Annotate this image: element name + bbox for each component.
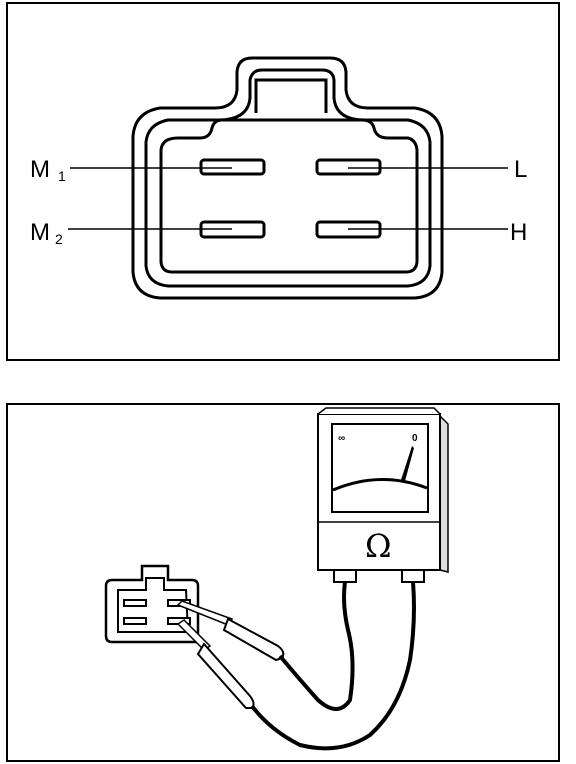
- label-m1-subscript: 1: [58, 168, 66, 184]
- top-panel-frame: [6, 2, 560, 361]
- bottom-panel: ∞ 0 Ω: [6, 403, 560, 762]
- meter-jack-right: [401, 569, 425, 583]
- ohm-symbol: Ω: [365, 527, 392, 565]
- ohmmeter-top-face: [317, 407, 441, 415]
- label-h: H: [510, 219, 527, 246]
- scale-zero-label: 0: [412, 433, 418, 444]
- test-lead-right: [250, 581, 416, 751]
- connector-cavity: [159, 118, 419, 274]
- meter-jack-left: [333, 569, 357, 583]
- terminal-slot-l: [315, 158, 382, 176]
- test-probe-upper: [176, 600, 285, 662]
- connector-housing-outer: [131, 56, 444, 300]
- ohmmeter-side: [439, 414, 449, 573]
- test-probe-lower: [176, 619, 255, 709]
- probe-upper-handle: [222, 617, 285, 662]
- small-connector-inner: [117, 577, 190, 633]
- top-panel: M 1 M 2 L H: [6, 2, 560, 361]
- label-l: L: [514, 156, 527, 183]
- ohmmeter: ∞ 0 Ω: [317, 407, 449, 583]
- label-m2-subscript: 2: [55, 231, 63, 247]
- meter-scale-arc: [332, 478, 428, 492]
- small-slot-m2: [123, 617, 147, 625]
- scale-infinity-label: ∞: [338, 433, 345, 444]
- bottom-panel-frame: [6, 403, 560, 762]
- small-slot-m1: [123, 599, 147, 607]
- meter-needle: [401, 446, 414, 481]
- connector-housing-inner: [144, 68, 432, 288]
- label-m1: M: [30, 156, 50, 183]
- terminal-slot-m1: [199, 158, 266, 176]
- probe-lower-handle: [196, 642, 255, 709]
- label-m2: M: [30, 219, 50, 246]
- test-lead-left: [278, 581, 355, 711]
- meter-display-window: [331, 423, 429, 513]
- connector-latch: [254, 78, 328, 113]
